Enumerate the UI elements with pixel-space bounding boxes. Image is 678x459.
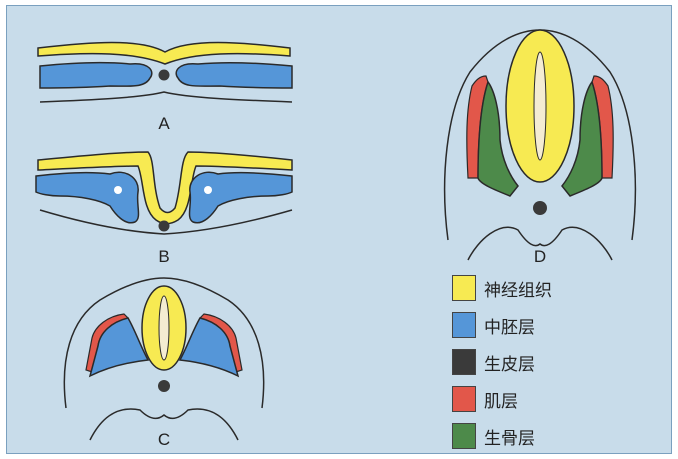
notochord-a (159, 70, 170, 81)
panel-c-drawing (64, 278, 263, 440)
mesoderm-right (176, 63, 292, 88)
panel-label-c: C (154, 430, 174, 450)
legend-swatch-sclerotome (452, 423, 476, 449)
legend-item-dermatome: 生皮层 (452, 347, 535, 377)
mesoderm-left (40, 63, 152, 88)
endoderm-line-a (40, 92, 292, 102)
panel-b-drawing (36, 152, 292, 234)
coelom-left (114, 186, 122, 194)
neural-plate (38, 43, 290, 65)
legend-label-dermatome: 生皮层 (484, 350, 535, 375)
legend-label-sclerotome: 生骨层 (484, 424, 535, 449)
panel-label-b: B (154, 247, 174, 267)
notochord-b (159, 221, 170, 232)
neural-lumen-c (159, 296, 169, 360)
mesoderm-b-left (36, 172, 139, 223)
legend-item-neural: 神经组织 (452, 273, 552, 303)
panel-label-a: A (154, 114, 174, 134)
neural-lumen-d (534, 52, 546, 160)
panel-a-drawing (38, 43, 292, 103)
panel-d-drawing (445, 30, 636, 260)
legend-item-myotome: 肌层 (452, 384, 518, 414)
panel-label-d: D (530, 247, 550, 267)
legend-swatch-myotome (452, 386, 476, 412)
legend-swatch-neural (452, 275, 476, 301)
legend-label-myotome: 肌层 (484, 387, 518, 412)
legend-swatch-mesoderm (452, 312, 476, 338)
legend-swatch-dermatome (452, 349, 476, 375)
coelom-right (204, 186, 212, 194)
legend-label-neural: 神经组织 (484, 276, 552, 301)
notochord-c (158, 380, 170, 392)
mesoderm-b-right (189, 172, 292, 223)
legend-item-mesoderm: 中胚层 (452, 310, 535, 340)
legend-label-mesoderm: 中胚层 (484, 313, 535, 338)
legend-item-sclerotome: 生骨层 (452, 421, 535, 451)
notochord-d (533, 201, 547, 215)
